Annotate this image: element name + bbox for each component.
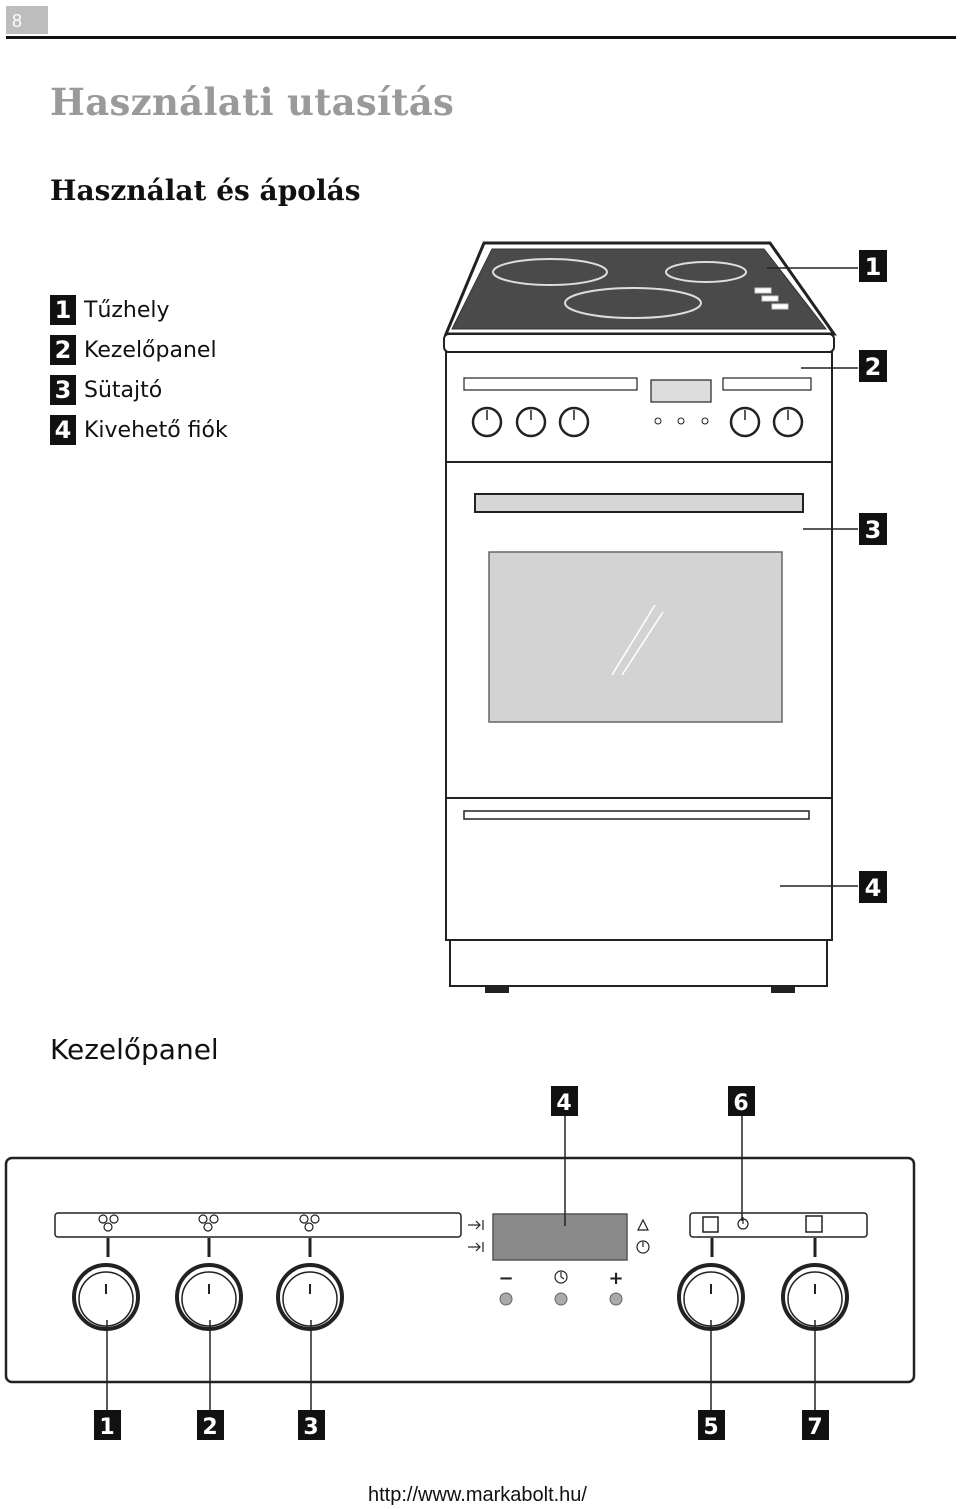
timer-icons: [468, 1218, 650, 1254]
svg-text:7: 7: [807, 1415, 822, 1440]
panel-callout-4: 4: [551, 1086, 578, 1116]
legend-label: Kivehető fiók: [84, 417, 228, 443]
legend-badge: 4: [50, 415, 76, 445]
svg-text:4: 4: [556, 1091, 571, 1116]
section-title: Használat és ápolás: [50, 174, 361, 207]
timer-plus-button[interactable]: [609, 1292, 623, 1306]
header-rule: [6, 36, 956, 39]
legend-badge: 1: [50, 295, 76, 325]
document-title: Használati utasítás: [50, 80, 455, 124]
panel-callout-7: 7: [802, 1410, 829, 1440]
knob-zone-2[interactable]: [175, 1263, 243, 1331]
timer-minus-label: −: [498, 1268, 513, 1289]
timer-plus-label: +: [608, 1268, 623, 1289]
stove-illustration: 1 2 3 4: [443, 241, 887, 993]
svg-text:3: 3: [303, 1415, 318, 1440]
stove-callout-3: 3: [859, 513, 887, 545]
control-panel-title: Kezelőpanel: [50, 1033, 219, 1066]
legend-item-drawer: 4 Kivehető fiók: [50, 410, 228, 450]
svg-text:5: 5: [703, 1415, 718, 1440]
knob-zone-3[interactable]: [276, 1263, 344, 1331]
svg-text:2: 2: [202, 1415, 217, 1440]
legend-item-hob: 1 Tűzhely: [50, 290, 228, 330]
svg-text:4: 4: [865, 874, 882, 902]
legend-label: Sütajtó: [84, 377, 163, 403]
control-panel-illustration: − + 4 6 1 2 3 5 7: [4, 1086, 916, 1440]
footer-url[interactable]: http://www.markabolt.hu/: [368, 1484, 587, 1506]
svg-text:1: 1: [99, 1415, 114, 1440]
stove-callout-2: 2: [859, 350, 887, 382]
svg-text:6: 6: [733, 1091, 748, 1116]
stove-callout-4: 4: [859, 871, 887, 903]
legend-item-control-panel: 2 Kezelőpanel: [50, 330, 228, 370]
legend-item-oven-door: 3 Sütajtó: [50, 370, 228, 410]
knob-oven-function[interactable]: [677, 1263, 745, 1331]
legend-badge: 3: [50, 375, 76, 405]
parts-legend: 1 Tűzhely 2 Kezelőpanel 3 Sütajtó 4 Kive…: [50, 290, 228, 450]
panel-callout-6: 6: [728, 1086, 755, 1116]
timer-minus-button[interactable]: [499, 1292, 513, 1306]
panel-callout-1: 1: [94, 1410, 121, 1440]
panel-callout-2: 2: [197, 1410, 224, 1440]
panel-callout-5: 5: [698, 1410, 725, 1440]
legend-badge: 2: [50, 335, 76, 365]
svg-text:1: 1: [865, 253, 882, 281]
svg-text:2: 2: [865, 353, 882, 381]
stove-callout-1: 1: [859, 250, 887, 282]
legend-label: Tűzhely: [84, 297, 170, 323]
panel-callout-3: 3: [298, 1410, 325, 1440]
clock-icon: [554, 1270, 568, 1284]
knob-oven-temperature[interactable]: [781, 1263, 849, 1331]
page-number: 8: [6, 6, 48, 34]
svg-text:3: 3: [865, 516, 882, 544]
knob-zone-1[interactable]: [72, 1263, 140, 1331]
legend-label: Kezelőpanel: [84, 337, 217, 363]
timer-clock-button[interactable]: [554, 1292, 568, 1306]
